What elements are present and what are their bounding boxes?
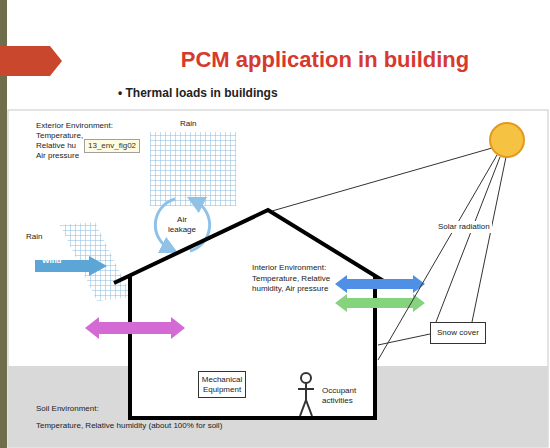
region-text: Air pressure <box>36 151 79 161</box>
region-text: Relative hu <box>36 141 76 151</box>
wind-arrow: Wind <box>35 256 107 276</box>
rain-label: Rain <box>26 232 42 242</box>
region-text: Temperature, Relative humidity, Air pres… <box>252 274 332 293</box>
solar-label: Solar radiation <box>436 221 492 233</box>
air-leakage-label: Air leakage <box>165 215 199 234</box>
title-banner <box>0 46 62 76</box>
heat-arrow <box>335 275 425 293</box>
node-text: Snow cover <box>437 328 479 338</box>
house-interior <box>130 212 375 418</box>
bullet-text: • Thermal loads in buildings <box>118 86 278 100</box>
process-box: Snow cover <box>430 322 486 344</box>
arrow-shape <box>35 256 107 276</box>
region-text: Temperature, <box>36 131 83 141</box>
rain-label: Rain <box>180 119 196 129</box>
tooltip-box: 13_env_fig02 <box>84 139 140 153</box>
slide-title: PCM application in building <box>130 47 520 73</box>
solar-ray <box>378 155 497 360</box>
wall-line <box>130 276 375 418</box>
solar-ray <box>472 157 506 322</box>
node-text: Mechanical Equipment <box>201 375 243 394</box>
solar-ray <box>272 148 492 211</box>
sun <box>490 123 524 157</box>
diagram-frame <box>8 110 548 447</box>
rain-top <box>150 132 236 206</box>
heat-arrow <box>85 317 185 339</box>
solar-ray <box>436 157 500 322</box>
occupant-label: Occupant activities <box>322 386 368 405</box>
solar-rays <box>272 148 506 360</box>
region-heading: Exterior Environment: <box>36 121 113 131</box>
occupant-body <box>298 383 314 416</box>
region-heading: Soil Environment: <box>36 404 99 414</box>
roof-line <box>114 210 390 285</box>
occupant-head <box>301 373 311 383</box>
air-leakage-arrow <box>155 199 175 249</box>
region-heading: Interior Environment: <box>252 263 326 273</box>
region-text: Temperature, Relative humidity (about 10… <box>36 421 236 431</box>
occupant-figure <box>298 373 314 416</box>
node-text: Wind <box>42 256 107 266</box>
process-box: Mechanical Equipment <box>198 371 246 398</box>
reflected-ray <box>378 334 430 345</box>
node-text: 13_env_fig02 <box>88 141 136 151</box>
